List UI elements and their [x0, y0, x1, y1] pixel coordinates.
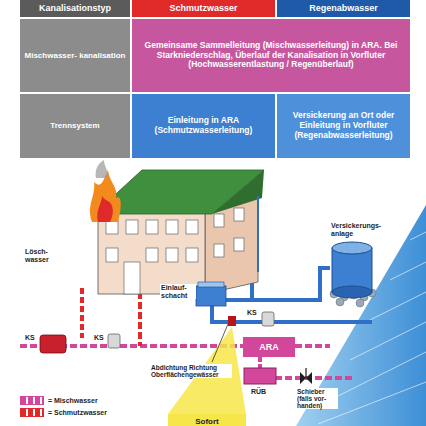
- legend-swatch: [20, 408, 44, 417]
- table-cell: Versickerung an Ort oder Einleitung in V…: [277, 94, 410, 158]
- table-header: Kanalisationstyp: [20, 0, 130, 17]
- inlet-shaft: [196, 282, 226, 306]
- legend-text: = Schmutzwasser: [48, 409, 107, 416]
- legend-item: = Schmutzwasser: [20, 408, 107, 417]
- storm-tank: [244, 368, 276, 384]
- cell-text: ARA: [259, 342, 279, 352]
- legend-swatch: [20, 396, 44, 405]
- table-header: Schmutzwasser: [132, 0, 275, 17]
- part-label: RÜB: [250, 388, 267, 396]
- part-label: Lösch- wasser: [24, 248, 60, 263]
- callout-number: KS: [93, 334, 105, 342]
- callout-box: Sofort: [168, 414, 246, 426]
- cell-text: Einleitung in ARA (Schmutzwasserleitung): [136, 116, 271, 136]
- note-label: Abdichtung Richtung Oberflächengewässer: [150, 364, 232, 378]
- table-row-head: Trennsystem: [20, 94, 130, 158]
- fire: [90, 160, 121, 222]
- infiltration-tank: [330, 242, 376, 307]
- cell-text: Regenabwasser: [309, 3, 378, 13]
- cell-text: Sofort: [195, 417, 219, 426]
- fire-water-tank: [40, 335, 66, 353]
- river: [296, 205, 426, 426]
- sewage-pipe: [20, 288, 352, 378]
- callout-number: KS: [246, 309, 258, 317]
- table-header: Regenabwasser: [277, 0, 410, 17]
- treatment-plant-box: ARA: [243, 337, 295, 357]
- callout-number: KS: [24, 334, 36, 342]
- house: [94, 170, 264, 294]
- cell-text: Trennsystem: [50, 121, 99, 130]
- cell-text: Mischwasser- kanalisation: [25, 51, 126, 60]
- leader-line: [212, 324, 228, 362]
- cell-text: Versickerung an Ort oder Einleitung in V…: [281, 111, 406, 140]
- cell-text: Gemeinsame Sammelleitung (Mischwasserlei…: [136, 41, 406, 70]
- part-label: Schieber (falls vor- handen): [296, 388, 338, 409]
- table-row-head: Mischwasser- kanalisation: [20, 19, 130, 92]
- part-label: Einlauf- schacht: [160, 284, 196, 299]
- legend-item: = Mischwasser: [20, 396, 98, 405]
- legend-text: = Mischwasser: [48, 397, 98, 404]
- part-label: Versickerungs- anlage: [330, 222, 390, 237]
- cell-text: Kanalisationstyp: [39, 3, 111, 13]
- table-cell: Gemeinsame Sammelleitung (Mischwasserlei…: [132, 19, 410, 92]
- valve-symbol: [300, 368, 312, 384]
- seal-block: [228, 316, 236, 326]
- cell-text: Schmutzwasser: [169, 3, 237, 13]
- table-cell: Einleitung in ARA (Schmutzwasserleitung): [132, 94, 275, 158]
